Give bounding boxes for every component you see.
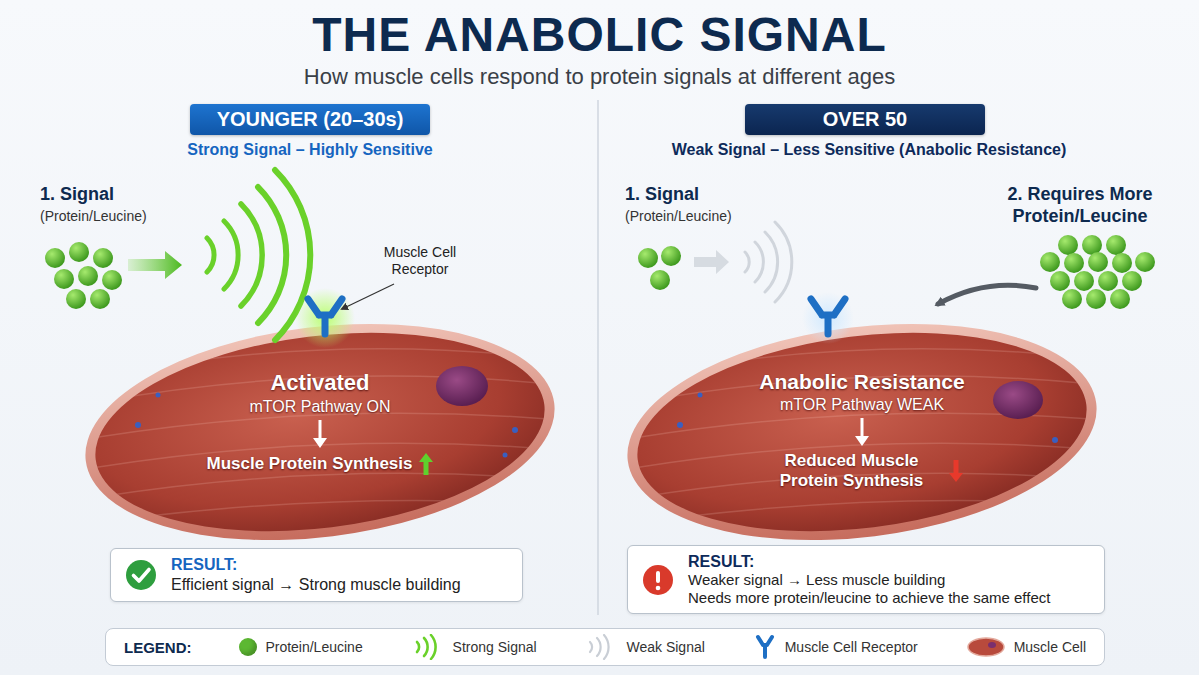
warning-icon-part [656, 571, 660, 583]
weak-signal-icon-part [590, 642, 592, 652]
cell-heading: Anabolic Resistance [759, 370, 964, 394]
label: (Protein/Leucine) [40, 208, 210, 224]
signal-arrow [128, 251, 182, 279]
result-heading: RESULT: [171, 555, 461, 574]
warning-icon-part [656, 585, 661, 590]
legend-item: Strong Signal [411, 634, 537, 660]
cell-text: mTOR Pathway WEAK [780, 396, 944, 414]
weak-signal-icon [584, 634, 618, 660]
warning-icon-part [643, 565, 673, 595]
legend-text: Muscle Cell Receptor [785, 639, 918, 655]
curved-arrow [938, 285, 1036, 304]
label: 1. Signal [625, 184, 795, 205]
result-heading: RESULT: [688, 552, 1050, 571]
strong-signal-icon-part [417, 642, 419, 652]
down-arrow-red-part [949, 460, 963, 482]
strong-signal-icon [411, 634, 445, 660]
synthesis-row: Muscle Protein Synthesis [207, 453, 434, 475]
legend-swatch [239, 638, 257, 656]
muscle-cell-right [615, 299, 1109, 565]
legend-text: Protein/Leucine [265, 639, 362, 655]
label: Weak Signal – Less Sensitive (Anabolic R… [606, 141, 1132, 159]
result-text: RESULT:Efficient signal → Strong muscle … [171, 555, 461, 595]
result-body: Needs more protein/leucine to achieve th… [688, 589, 1050, 607]
band-text: OVER 50 [767, 107, 963, 131]
check-icon-part [134, 570, 150, 582]
result-body: Weaker signal → Less muscle building [688, 571, 1050, 589]
muscle-cell-text: Anabolic Resistance mTOR Pathway WEAK Redu… [692, 370, 1032, 491]
up-arrow-part [419, 453, 433, 475]
receptor-glow [295, 288, 355, 348]
weak-arrow [694, 250, 729, 274]
cell-text: mTOR Pathway ON [249, 398, 390, 416]
label: Strong Signal – Highly Sensitive [110, 141, 510, 159]
divider [597, 100, 599, 615]
legend-text: Muscle Cell [1014, 639, 1086, 655]
strong-signal-waves [207, 170, 310, 340]
protein-dots-extra [1040, 235, 1155, 309]
protein-dots-left [45, 242, 122, 309]
synthesis-row: Reduced Muscle Protein Synthesis [762, 451, 963, 491]
legend-item: Protein/Leucine [239, 638, 362, 656]
leader-line [342, 284, 394, 309]
receptor-glow [802, 292, 854, 344]
receptor-symbol [811, 299, 845, 334]
warning-icon [642, 564, 674, 596]
check-icon-part [126, 560, 156, 590]
receptor-symbol [308, 299, 342, 334]
weak-signal-waves [745, 222, 792, 302]
label: 1. Signal [40, 184, 210, 205]
legend-box: LEGEND: Protein/Leucine Strong Signal Weak … [105, 628, 1105, 666]
band-text: YOUNGER (20–30s) [212, 107, 408, 131]
weak-signal-icon-part [604, 635, 609, 659]
down-arrow-part [313, 420, 327, 448]
muscle-cell-icon-part [968, 638, 1004, 656]
result-box: RESULT:Efficient signal → Strong muscle … [110, 548, 523, 602]
check-icon [125, 559, 157, 591]
legend-item: Muscle Cell [966, 636, 1086, 658]
protein-dots-right [638, 246, 681, 290]
muscle-cell-text: Activated mTOR Pathway ON Muscle Protein S… [150, 370, 490, 475]
result-box: RESULT:Weaker signal → Less muscle build… [627, 545, 1105, 614]
age-band: OVER 50 [745, 104, 985, 135]
legend-text: Strong Signal [453, 639, 537, 655]
cell-heading: Activated [270, 370, 369, 396]
weak-signal-icon-part [597, 638, 601, 656]
muscle-cell-icon-part [988, 642, 996, 648]
legend-title: LEGEND: [124, 639, 192, 656]
diagram-title: THE ANABOLIC SIGNAL [0, 8, 1199, 62]
receptor-icon [753, 634, 777, 660]
up-arrow [419, 453, 433, 475]
down-arrow [312, 420, 328, 448]
cell-text: Muscle Protein Synthesis [207, 454, 413, 474]
result-text: RESULT:Weaker signal → Less muscle build… [688, 552, 1050, 607]
label: Muscle Cell Receptor [366, 244, 474, 278]
down-arrow-part [855, 418, 869, 446]
receptor-icon-part [758, 637, 772, 657]
weak-signal-icon-part [590, 635, 609, 659]
down-arrow-red [949, 460, 963, 482]
age-band: YOUNGER (20–30s) [190, 104, 430, 135]
label: 2. Requires More Protein/Leucine [975, 183, 1185, 227]
strong-signal-icon-part [424, 638, 428, 656]
strong-signal-icon-part [417, 635, 436, 659]
legend-item: Muscle Cell Receptor [753, 634, 918, 660]
subtitle: How muscle cells respond to protein sign… [0, 64, 1199, 90]
legend-text: Weak Signal [626, 639, 704, 655]
label: (Protein/Leucine) [625, 208, 795, 224]
strong-signal-icon-part [431, 635, 436, 659]
down-arrow [854, 418, 870, 446]
muscle-cell-icon [966, 636, 1006, 658]
result-body: Efficient signal → Strong muscle buildin… [171, 574, 461, 595]
cell-text: Reduced Muscle Protein Synthesis [762, 451, 942, 491]
legend-item: Weak Signal [584, 634, 704, 660]
